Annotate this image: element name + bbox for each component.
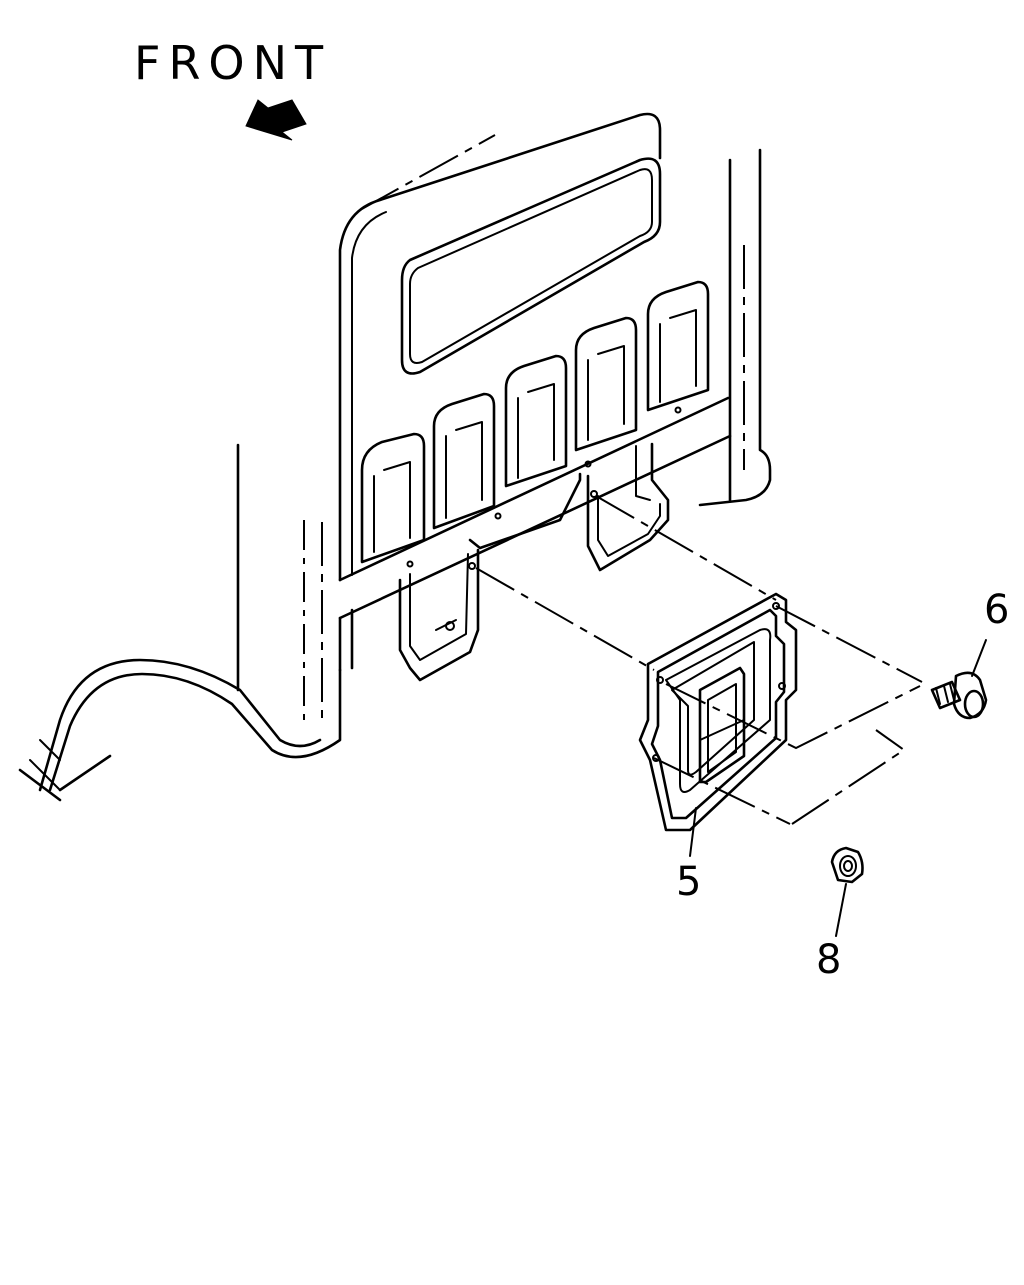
callout-part-6: 6 bbox=[984, 587, 1012, 633]
cab-brackets bbox=[398, 442, 670, 682]
grille-slots bbox=[360, 280, 710, 568]
bolt-part-6 bbox=[930, 639, 988, 720]
cab-body bbox=[18, 112, 772, 802]
nut-part-8 bbox=[830, 846, 864, 937]
callout-part-8: 8 bbox=[816, 937, 844, 983]
callout-part-5: 5 bbox=[676, 859, 704, 905]
assembly-lines bbox=[475, 495, 923, 825]
control-unit-part-5 bbox=[638, 592, 798, 857]
front-label: FRONT bbox=[134, 36, 332, 90]
front-arrow-icon bbox=[245, 99, 307, 141]
